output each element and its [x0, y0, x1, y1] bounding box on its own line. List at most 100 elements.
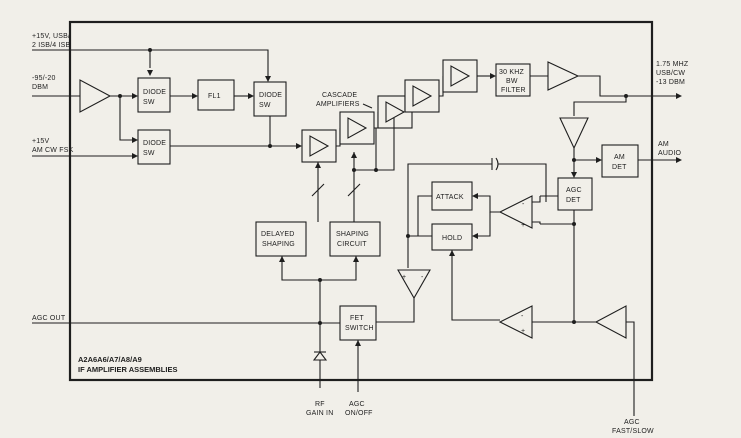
am-audio-line1: AM: [658, 141, 669, 148]
capacitor-symbol: [491, 157, 499, 171]
wire-fast-slow-in: [626, 321, 635, 416]
diode-symbol: [312, 351, 328, 361]
arrow-in-diode-1: [132, 93, 138, 99]
cascade-label-1: CASCADE: [322, 92, 357, 99]
am-audio-line2: AUDIO: [658, 150, 682, 157]
diode-sw-3-line1: DIODE: [143, 140, 166, 147]
delayed-shaping-box: [255, 221, 307, 257]
am-det-box: [601, 144, 639, 178]
fl1-box: [197, 79, 235, 111]
wire-power-bus-top: [32, 49, 269, 76]
arrow-in-diode-3: [132, 137, 138, 143]
wire-cap-right: [498, 163, 547, 202]
arrow-to-amp-1: [315, 162, 321, 168]
wire-buffer-to-fet: [376, 298, 415, 323]
output-amplifier: [547, 61, 580, 91]
agc-det-line2: DET: [566, 197, 581, 204]
hold-box: [431, 223, 473, 251]
cascade-amp-3-symbol: [385, 101, 406, 123]
wire-comp-to-attack: [478, 195, 500, 213]
agc-fast-slow-line2: FAST/SLOW: [612, 428, 654, 435]
arrow-to-diode-sw-2: [265, 76, 271, 82]
am-det-line1: AM: [614, 154, 625, 161]
rf-gain-in-line1: RF: [315, 401, 325, 408]
label-agc-out: AGC OUT: [32, 315, 66, 322]
junction-buffer: [572, 158, 576, 162]
diode-sw-2-box: [253, 81, 287, 117]
label-pwr-usb-isb-2: 2 ISB/4 ISB: [32, 42, 71, 49]
wire-buffer-to-am-det: [573, 148, 596, 161]
arrow-to-hold: [472, 233, 478, 239]
wire-hold-down: [451, 250, 500, 321]
cascade-amp-4-symbol: [412, 85, 433, 107]
wire-cap-left: [407, 163, 492, 236]
fet-switch-line1: FET: [350, 315, 364, 322]
wire-comp-inputs: [532, 196, 541, 224]
am-det-line2: DET: [612, 164, 627, 171]
cascade-amp-5-symbol: [450, 65, 471, 87]
bw-filter-line1: 30 KHZ: [499, 69, 524, 76]
arrow-to-shaping: [353, 256, 359, 262]
shaping-circuit-line1: SHAPING: [336, 231, 369, 238]
junction-cascade-in: [268, 144, 272, 148]
cascade-label-pointer: [362, 103, 373, 109]
diode-sw-1-line1: DIODE: [143, 89, 166, 96]
buf-minus: -: [421, 274, 424, 281]
arrow-agc-onoff: [355, 340, 361, 346]
agc-on-off-line1: AGC: [349, 401, 365, 408]
diode-sw-1-line2: SW: [143, 99, 155, 106]
junction-power-bus: [148, 48, 152, 52]
bw-filter-box: [495, 63, 531, 97]
diode-sw-1-box: [137, 77, 171, 113]
cascade-label-2: AMPLIFIERS: [316, 101, 360, 108]
agc-fast-slow-line1: AGC: [624, 419, 640, 426]
fet-switch-box: [339, 305, 377, 341]
arrow-to-delayed: [279, 256, 285, 262]
junction-shaping-bus: [318, 278, 322, 282]
wire-attack-to-node: [417, 195, 432, 236]
comp-minus: -: [522, 201, 525, 208]
wire-rf-to-diode-3: [119, 96, 132, 141]
label-pwr-usb-isb-1: +15V, USB/: [32, 33, 70, 40]
junction-gain-bus-2: [374, 168, 378, 172]
assembly-title-2: IF AMPLIFIER ASSEMBLIES: [78, 365, 177, 374]
wire-casc-2-3: [374, 112, 379, 129]
wire-comp-to-hold: [478, 212, 491, 237]
hold-label: HOLD: [442, 235, 462, 242]
attack-label: ATTACK: [436, 194, 464, 201]
lower-minus: -: [521, 313, 524, 320]
agc-lower-amp: [498, 305, 533, 339]
if-out-line2: USB/CW: [656, 70, 685, 77]
diode-sw-3-line2: SW: [143, 150, 155, 157]
delayed-shaping-line1: DELAYED: [261, 231, 295, 238]
arrow-if-out: [676, 93, 682, 99]
variable-resistor-marks: [311, 183, 361, 197]
arrow-pwr-am-in: [132, 153, 138, 159]
comp-plus: +: [521, 222, 525, 229]
diode-sw-2-line2: SW: [259, 102, 271, 109]
arrow-am-audio: [676, 157, 682, 163]
lower-plus: +: [521, 328, 525, 335]
cascade-amp-1-symbol: [309, 135, 330, 157]
assembly-title-1: A2A6A6/A7/A8/A9: [78, 355, 142, 364]
fl1-label: FL1: [208, 93, 221, 100]
arrow-in-filter: [490, 73, 496, 79]
input-amplifier: [79, 79, 112, 113]
label-pwr-am-cw-fsk-1: +15V: [32, 138, 49, 145]
assembly-frame: [68, 20, 654, 382]
label-pwr-am-cw-fsk-2: AM CW FSK: [32, 147, 74, 154]
label-rf-level-1: -95/-20: [32, 75, 56, 82]
comparator-amp: [498, 195, 533, 229]
wire-shaping-bus: [281, 256, 357, 281]
agc-det-line1: AGC: [566, 187, 582, 194]
arrow-to-attack: [472, 193, 478, 199]
agc-buffer-amp: [559, 117, 589, 150]
arrow-in-agc-det: [571, 172, 577, 178]
cascade-amp-2-symbol: [347, 117, 368, 139]
cascade-amp-1-box: [301, 129, 337, 163]
diode-sw-3-box: [137, 129, 171, 165]
arrow-to-amp-2: [351, 152, 357, 158]
wire-casc-4-5: [439, 76, 444, 97]
